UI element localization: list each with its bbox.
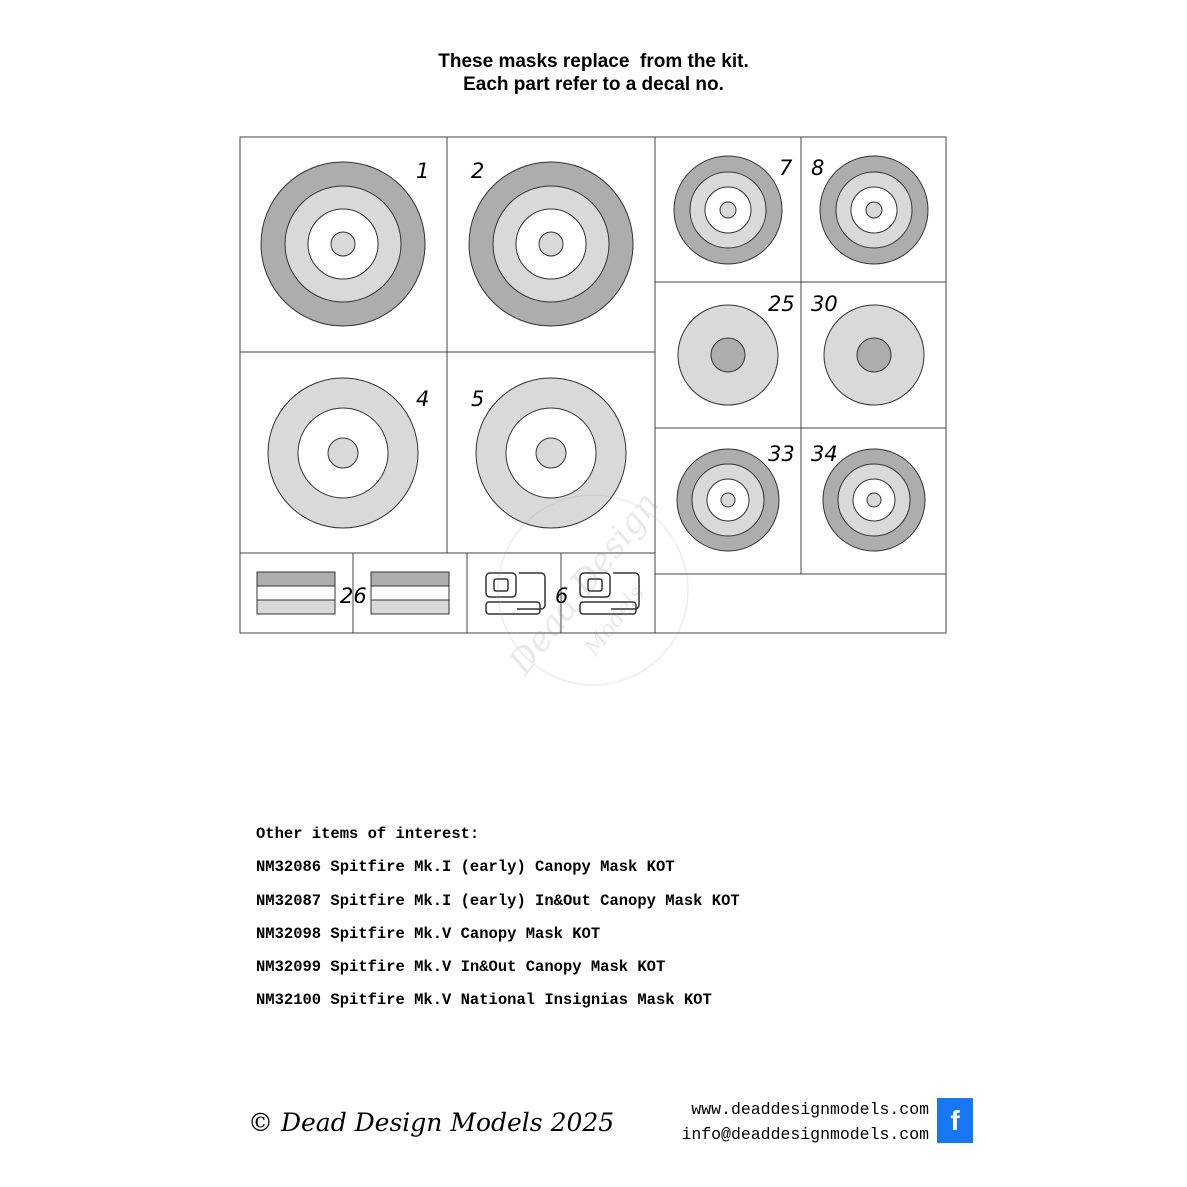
part-number-33: 33 [768,442,795,466]
roundel-center [710,337,746,373]
part-number-6: 6 [555,584,568,608]
roundel-center [866,492,882,508]
code-mask-shape [587,578,603,592]
code-mask-shape [579,601,637,615]
roundel-2 [468,161,634,327]
roundel-center [330,231,356,257]
part-number-5: 5 [471,387,484,411]
roundel-center [720,492,736,508]
list-item: NM32098 Spitfire Mk.V Canopy Mask KOT [256,924,601,943]
part-number-4: 4 [416,387,429,411]
roundel-34 [822,448,926,552]
roundel-center [856,337,892,373]
header-line-1: These masks replace from the kit. [438,51,749,72]
list-item: NM32086 Spitfire Mk.I (early) Canopy Mas… [256,858,675,877]
fin-flash-stripe [370,585,450,601]
sheet-grid [239,136,947,634]
part-number-7: 7 [779,156,793,180]
part-number-1: 1 [416,159,429,183]
code-mask-left [485,572,546,615]
fin-flash-stripe [256,571,336,587]
roundel-center [719,201,737,219]
list-item: NM32087 Spitfire Mk.I (early) In&Out Can… [256,891,740,910]
part-number-26: 26 [340,584,367,608]
part-number-34: 34 [811,442,838,466]
roundel-5 [475,377,627,529]
other-items-title: Other items of interest: [256,825,480,843]
email-link[interactable]: info@deaddesignmodels.com [681,1125,929,1144]
code-mask-shape [485,601,541,615]
code-mask-right [579,572,640,615]
part-number-25: 25 [768,292,795,316]
header-line-2: Each part refer to a decal no. [463,74,724,95]
part-number-8: 8 [811,156,824,180]
roundel-center [538,231,564,257]
website-link[interactable]: www.deaddesignmodels.com [691,1100,929,1119]
part-number-2: 2 [471,159,484,183]
fin-flash-stripe [256,585,336,601]
fin-flash-stripe [370,571,450,587]
roundel-33 [676,448,780,552]
copyright: © Dead Design Models 2025 [248,1108,615,1137]
other-items-section: Other items of interest: NM32086 Spitfir… [256,823,740,1023]
roundel-center [327,437,359,469]
roundel-25 [677,304,779,406]
roundel-center [865,201,883,219]
contact-info: www.deaddesignmodels.com info@deaddesign… [681,1097,929,1147]
roundel-center [535,437,567,469]
fin-flash-stripe [370,599,450,615]
part-numbers: 1 2 4 5 7 8 25 30 33 34 26 6 [340,156,838,608]
code-masks [485,572,640,615]
fin-flashes [256,571,450,615]
part-number-30: 30 [811,292,838,316]
roundels [260,155,929,552]
fin-flash-right [370,571,450,615]
roundel-1 [260,161,426,327]
roundel-30 [823,304,925,406]
roundel-7 [673,155,783,265]
code-mask-shape [485,572,517,598]
facebook-icon[interactable]: f [937,1098,973,1143]
watermark-ring [497,494,689,686]
roundel-8 [819,155,929,265]
sheet-border [239,136,947,634]
fin-flash-left [256,571,336,615]
code-mask-shape [493,578,509,592]
list-item: NM32100 Spitfire Mk.V National Insignias… [256,991,712,1010]
header: These masks replace from the kit. Each p… [0,50,1187,96]
code-mask-shape [517,572,546,610]
list-item: NM32099 Spitfire Mk.V In&Out Canopy Mask… [256,958,666,977]
roundel-4 [267,377,419,529]
fin-flash-stripe [256,599,336,615]
code-mask-shape [579,572,611,598]
